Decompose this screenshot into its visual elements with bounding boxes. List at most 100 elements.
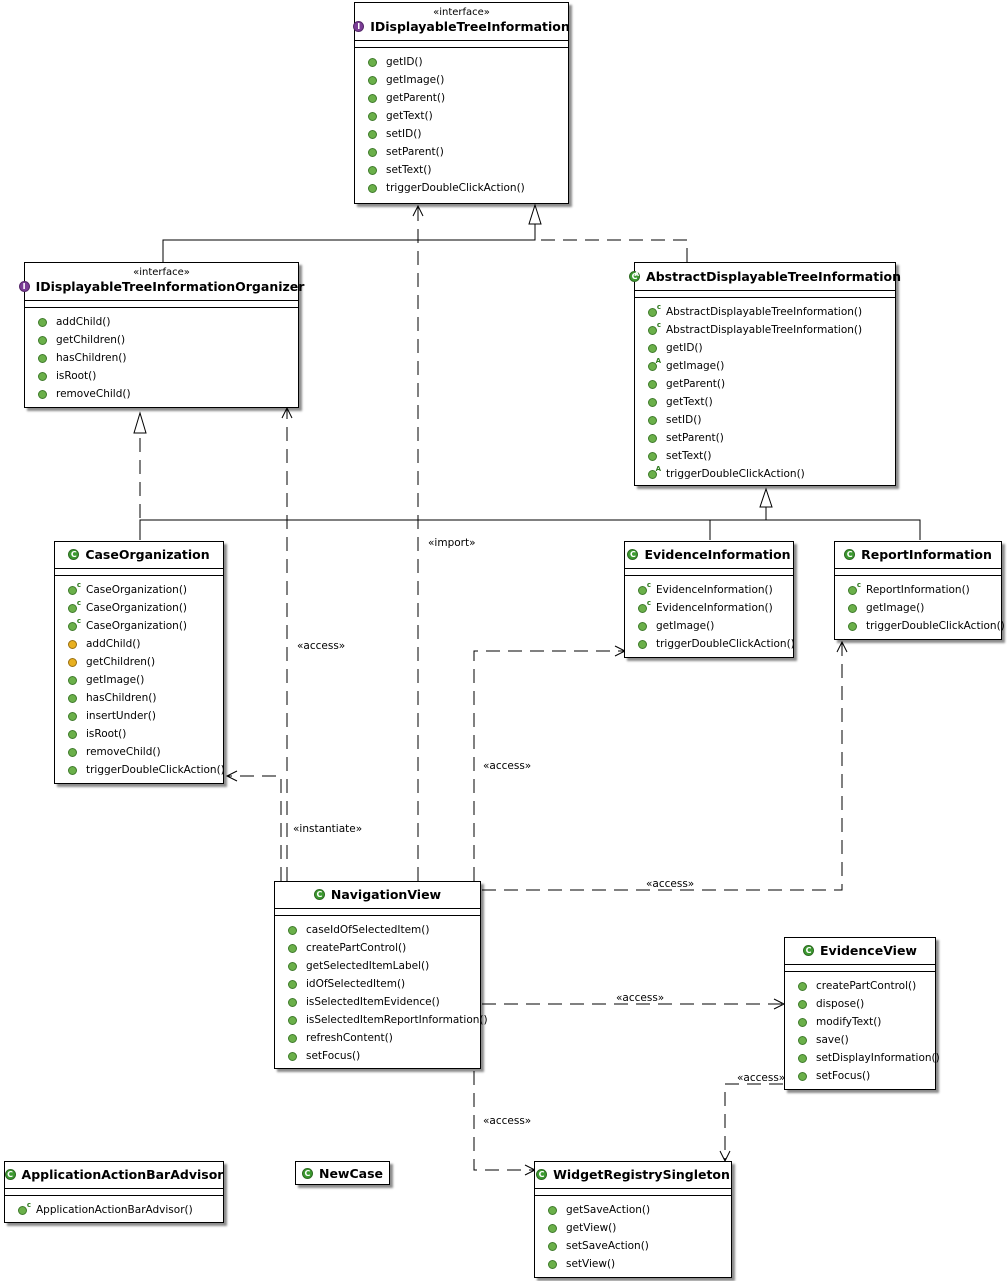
method-item[interactable]: getImage() [68, 671, 223, 689]
method-item[interactable]: insertUnder() [68, 707, 223, 725]
public-method-icon [798, 1035, 807, 1045]
method-item[interactable]: refreshContent() [288, 1029, 480, 1047]
methods-compartment: getID() getImage() getParent() getText()… [355, 48, 568, 201]
class-navigation-view[interactable]: C NavigationView caseIdOfSelectedItem() … [274, 881, 488, 1069]
method-item[interactable]: hasChildren() [68, 689, 223, 707]
method-item[interactable]: addChild() [68, 635, 223, 653]
method-item[interactable]: dispose() [798, 995, 935, 1013]
class-name: EvidenceInformation [644, 547, 791, 562]
label-access-caseorg: «access» [297, 640, 346, 652]
class-name: IDisplayableTreeInformationOrganizer [35, 279, 305, 294]
stereotype: «interface» [133, 267, 190, 278]
method-item[interactable]: triggerDoubleClickAction() [368, 179, 568, 197]
method-item[interactable]: removeChild() [38, 385, 298, 403]
method-item[interactable]: getView() [548, 1219, 731, 1237]
method-item[interactable]: addChild() [38, 313, 298, 331]
class-icon: C [844, 549, 856, 560]
method-item[interactable]: setParent() [368, 143, 568, 161]
method-item[interactable]: setFocus() [288, 1047, 480, 1065]
class-idisplayable-tree-information[interactable]: «interface» I IDisplayableTreeInformatio… [353, 2, 570, 204]
fields-compartment [25, 301, 298, 308]
fields-compartment [835, 569, 1001, 576]
method-item[interactable]: isSelectedItemEvidence() [288, 993, 480, 1011]
method-item[interactable]: setID() [368, 125, 568, 143]
public-method-icon [648, 379, 657, 389]
method-item[interactable]: getChildren() [68, 653, 223, 671]
method-item[interactable]: triggerDoubleClickAction() [68, 761, 225, 779]
method-item[interactable]: isSelectedItemReportInformation() [288, 1011, 488, 1029]
public-method-icon [648, 397, 657, 407]
public-method-icon [368, 165, 377, 175]
method-item[interactable]: getChildren() [38, 331, 298, 349]
method-item[interactable]: getParent() [648, 375, 895, 393]
class-idisplayable-tree-information-organizer[interactable]: «interface» I IDisplayableTreeInformatio… [18, 262, 304, 408]
public-method-icon [38, 353, 47, 363]
method-item[interactable]: getSaveAction() [548, 1201, 731, 1219]
method-item[interactable]: setFocus() [798, 1067, 935, 1085]
method-item[interactable]: isRoot() [68, 725, 223, 743]
class-widget-registry-singleton[interactable]: C WidgetRegistrySingleton getSaveAction(… [534, 1161, 732, 1278]
method-item[interactable]: setText() [648, 447, 895, 465]
label-access-evidenceview: «access» [616, 992, 665, 1004]
generalization-organizer-to-idisplayable [162, 224, 536, 262]
method-item[interactable]: caseIdOfSelectedItem() [288, 921, 480, 939]
method-item[interactable]: triggerDoubleClickAction() [638, 635, 795, 653]
interface-icon: I [18, 281, 30, 292]
method-item[interactable]: setID() [648, 411, 895, 429]
public-method-icon [638, 639, 647, 649]
method-item[interactable]: createPartControl() [288, 939, 480, 957]
class-name: ReportInformation [861, 547, 992, 562]
method-item[interactable]: modifyText() [798, 1013, 935, 1031]
fields-compartment [5, 1189, 223, 1196]
method-item[interactable]: triggerDoubleClickAction() [848, 617, 1005, 635]
method-item[interactable]: getImage() [848, 599, 1001, 617]
method-item[interactable]: createPartControl() [798, 977, 935, 995]
constructor-icon: c [848, 581, 861, 595]
method-item[interactable]: getText() [368, 107, 568, 125]
method-item[interactable]: idOfSelectedItem() [288, 975, 480, 993]
method-item[interactable]: setParent() [648, 429, 895, 447]
class-name: ApplicationActionBarAdvisor [21, 1167, 224, 1182]
method-item[interactable]: getParent() [368, 89, 568, 107]
method-item[interactable]: getID() [368, 53, 568, 71]
method-item[interactable]: getText() [648, 393, 895, 411]
public-method-icon [38, 371, 47, 381]
method-item[interactable]: isRoot() [38, 367, 298, 385]
method-item[interactable]: setSaveAction() [548, 1237, 731, 1255]
method-item[interactable]: save() [798, 1031, 935, 1049]
method-item[interactable]: getImage() [368, 71, 568, 89]
method-item[interactable]: setView() [548, 1255, 731, 1273]
class-new-case[interactable]: C NewCase [295, 1161, 390, 1185]
method-item[interactable]: removeChild() [68, 743, 223, 761]
method-item[interactable]: hasChildren() [38, 349, 298, 367]
public-method-icon [288, 979, 297, 989]
method-item[interactable]: getSelectedItemLabel() [288, 957, 480, 975]
method-item[interactable]: setText() [368, 161, 568, 179]
label-access-reportinfo: «access» [646, 878, 695, 890]
method-item[interactable]: setDisplayInformation() [798, 1049, 940, 1067]
methods-compartment: getSaveAction() getView() setSaveAction(… [535, 1196, 731, 1277]
class-evidence-view[interactable]: C EvidenceView createPartControl() dispo… [784, 937, 940, 1090]
public-method-icon [798, 1053, 807, 1063]
method-item[interactable]: getImage() [638, 617, 793, 635]
method-item[interactable]: getID() [648, 339, 895, 357]
